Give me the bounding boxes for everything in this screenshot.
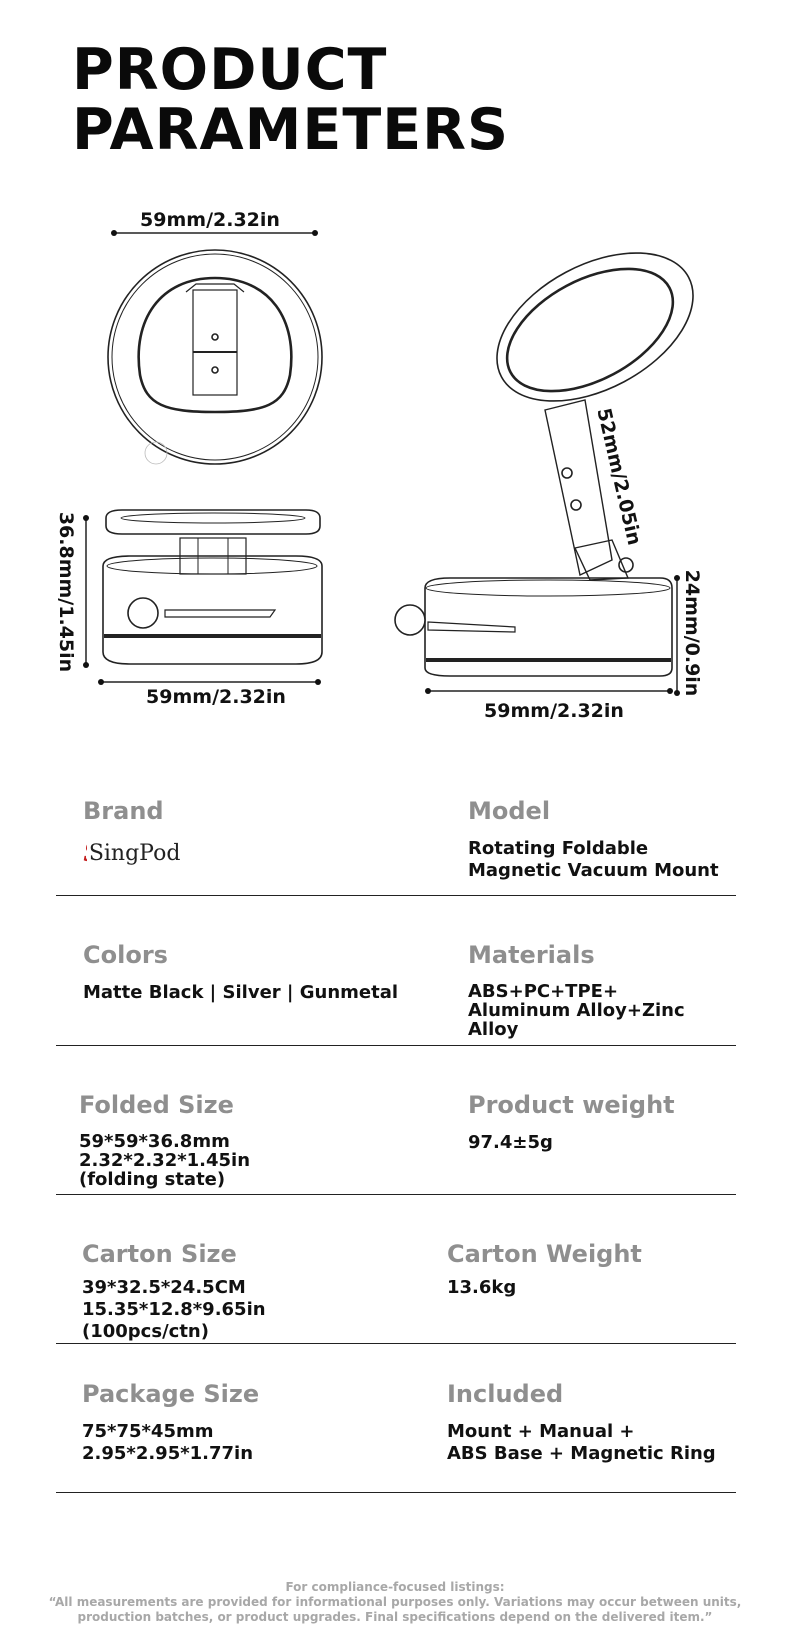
- included-value: Mount + Manual + ABS Base + Magnetic Rin…: [447, 1421, 716, 1464]
- brand-logo-text: SingPod: [86, 840, 181, 866]
- carton-weight-value: 13.6kg: [447, 1277, 517, 1298]
- spec-row-colors-materials: Colors Matte Black | Silver | Gunmetal M…: [56, 940, 736, 1046]
- product-weight-value: 97.4±5g: [468, 1132, 553, 1153]
- folded-size-value: 59*59*36.8mm 2.32*2.32*1.45in (folding s…: [79, 1131, 251, 1190]
- disclaimer-line-3: production batches, or product upgrades.…: [77, 1610, 713, 1624]
- model-value: Rotating Foldable Magnetic Vacuum Mount: [468, 838, 719, 881]
- folded-width-label: 59mm/2.32in: [146, 686, 286, 708]
- folded-side-illustration: [102, 509, 323, 665]
- title-line-2: PARAMETERS: [72, 97, 510, 163]
- model-label: Model: [468, 797, 551, 825]
- included-label: Included: [447, 1380, 564, 1408]
- top-view-illustration: [107, 249, 323, 465]
- base-height-label: 24mm/0.9in: [681, 570, 703, 697]
- spec-row-package-included: Package Size 75*75*45mm 2.95*2.95*1.77in…: [56, 1379, 736, 1493]
- package-size-value: 75*75*45mm 2.95*2.95*1.77in: [82, 1421, 254, 1464]
- brand-logo: SSingPod: [83, 838, 181, 868]
- arm-length-label: 52mm/2.05in: [592, 406, 645, 547]
- top-view-width-label: 59mm/2.32in: [140, 209, 280, 231]
- colors-value: Matte Black | Silver | Gunmetal: [83, 982, 399, 1003]
- disclaimer-line-1: For compliance-focused listings:: [285, 1580, 505, 1594]
- base-width-label: 59mm/2.32in: [484, 700, 624, 720]
- product-weight-label: Product weight: [468, 1091, 675, 1119]
- page-title: PRODUCT PARAMETERS: [72, 40, 509, 160]
- materials-label: Materials: [468, 941, 595, 969]
- brand-label: Brand: [83, 797, 164, 825]
- carton-weight-label: Carton Weight: [447, 1240, 642, 1268]
- product-dimension-drawing: 59mm/2.32in 36.8mm/1.45in 59mm/2.32in 52…: [55, 209, 703, 720]
- spec-row-carton: Carton Size 39*32.5*24.5CM 15.35*12.8*9.…: [56, 1239, 736, 1344]
- dimension-lines: [85, 232, 678, 693]
- folded-height-label: 36.8mm/1.45in: [55, 512, 77, 672]
- title-line-1: PRODUCT: [72, 37, 388, 103]
- package-size-label: Package Size: [82, 1380, 260, 1408]
- carton-size-label: Carton Size: [82, 1240, 237, 1268]
- disclaimer-line-2: “All measurements are provided for infor…: [48, 1595, 742, 1609]
- unfolded-side-illustration: [394, 252, 694, 677]
- compliance-disclaimer: For compliance-focused listings: “All me…: [0, 1580, 790, 1625]
- folded-size-label: Folded Size: [79, 1091, 234, 1119]
- colors-label: Colors: [83, 941, 168, 969]
- spec-row-brand-model: Brand SSingPod Model Rotating Foldable M…: [56, 796, 736, 896]
- spec-row-folded-weight: Folded Size 59*59*36.8mm 2.32*2.32*1.45i…: [56, 1090, 736, 1195]
- materials-value: ABS+PC+TPE+ Aluminum Alloy+Zinc Alloy: [468, 981, 685, 1040]
- carton-size-value: 39*32.5*24.5CM 15.35*12.8*9.65in (100pcs…: [82, 1277, 266, 1342]
